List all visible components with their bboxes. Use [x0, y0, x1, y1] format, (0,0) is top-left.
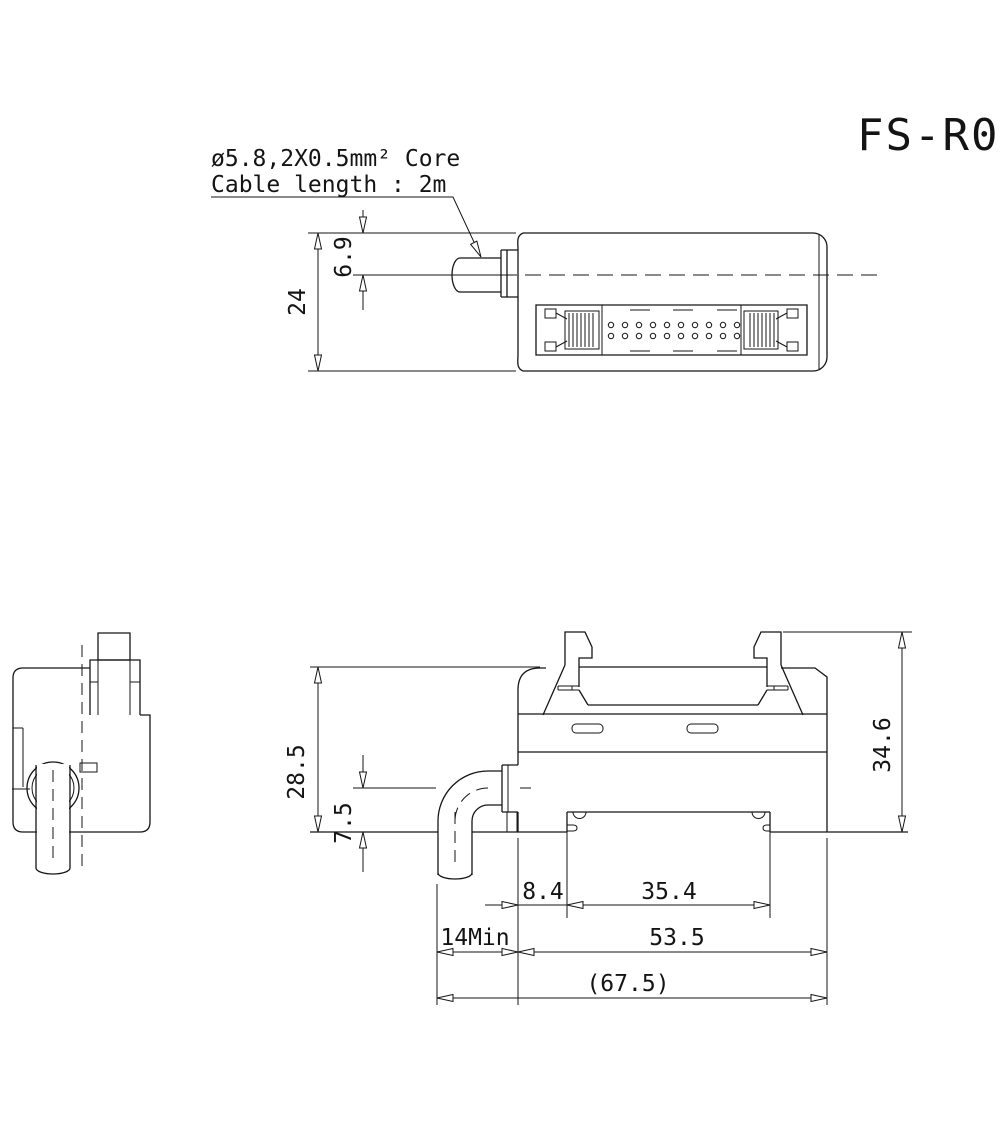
window-left — [571, 723, 604, 734]
right-screw — [743, 308, 799, 352]
dim-8-4-and-35-4: 8.4 35.4 — [485, 879, 771, 910]
dim-67-5: (67.5) — [436, 971, 828, 1003]
dim-24: 24 — [285, 232, 516, 372]
dim-28-5: 28.5 — [284, 666, 323, 833]
front-left-latch — [542, 631, 593, 716]
svg-text:28.5: 28.5 — [284, 744, 310, 799]
dim-6-9: 6.9 — [331, 210, 368, 310]
cable-spec-label: ø5.8,2X0.5mm² Core — [211, 146, 460, 172]
leader-arrowhead — [469, 240, 482, 258]
cable — [460, 257, 501, 293]
front-cable-elbow — [437, 770, 531, 880]
dim-35-4-text: 35.4 — [641, 879, 696, 905]
top-view-body — [523, 232, 828, 372]
cable-length-label: Cable length : 2m — [211, 172, 446, 198]
dim-7-5: 7.5 — [331, 755, 368, 872]
front-bushing — [501, 764, 518, 832]
svg-text:24: 24 — [285, 288, 311, 316]
leader-line — [211, 196, 481, 256]
window-right — [686, 723, 719, 734]
front-view: 28.5 7.5 34.6 8.4 35.4 — [284, 631, 912, 1005]
cable-bushing — [500, 249, 518, 298]
svg-text:7.5: 7.5 — [331, 802, 357, 844]
dim-14min-text: 14Min — [440, 925, 509, 951]
left-screw — [544, 308, 600, 352]
side-body — [12, 667, 151, 833]
mating-recess — [566, 811, 771, 832]
cable-note: ø5.8,2X0.5mm² Core Cable length : 2m — [211, 146, 482, 258]
pin-holes — [607, 309, 741, 352]
connector-face — [535, 304, 808, 356]
dim-14min-and-53-5: 14Min 53.5 — [436, 925, 828, 957]
dim-53-5-text: 53.5 — [649, 925, 704, 951]
drawing-title: FS-R0 — [857, 110, 999, 161]
svg-text:34.6: 34.6 — [870, 717, 896, 772]
dim-8-4-text: 8.4 — [522, 879, 564, 905]
side-cable — [35, 765, 71, 868]
side-latch — [89, 632, 141, 715]
side-view — [12, 632, 151, 875]
svg-text:6.9: 6.9 — [331, 236, 357, 278]
front-right-latch — [753, 631, 804, 716]
top-view: 24 6.9 — [285, 210, 885, 372]
dim-34-6: 34.6 — [870, 631, 907, 833]
dim-67-5-text: (67.5) — [586, 971, 669, 997]
